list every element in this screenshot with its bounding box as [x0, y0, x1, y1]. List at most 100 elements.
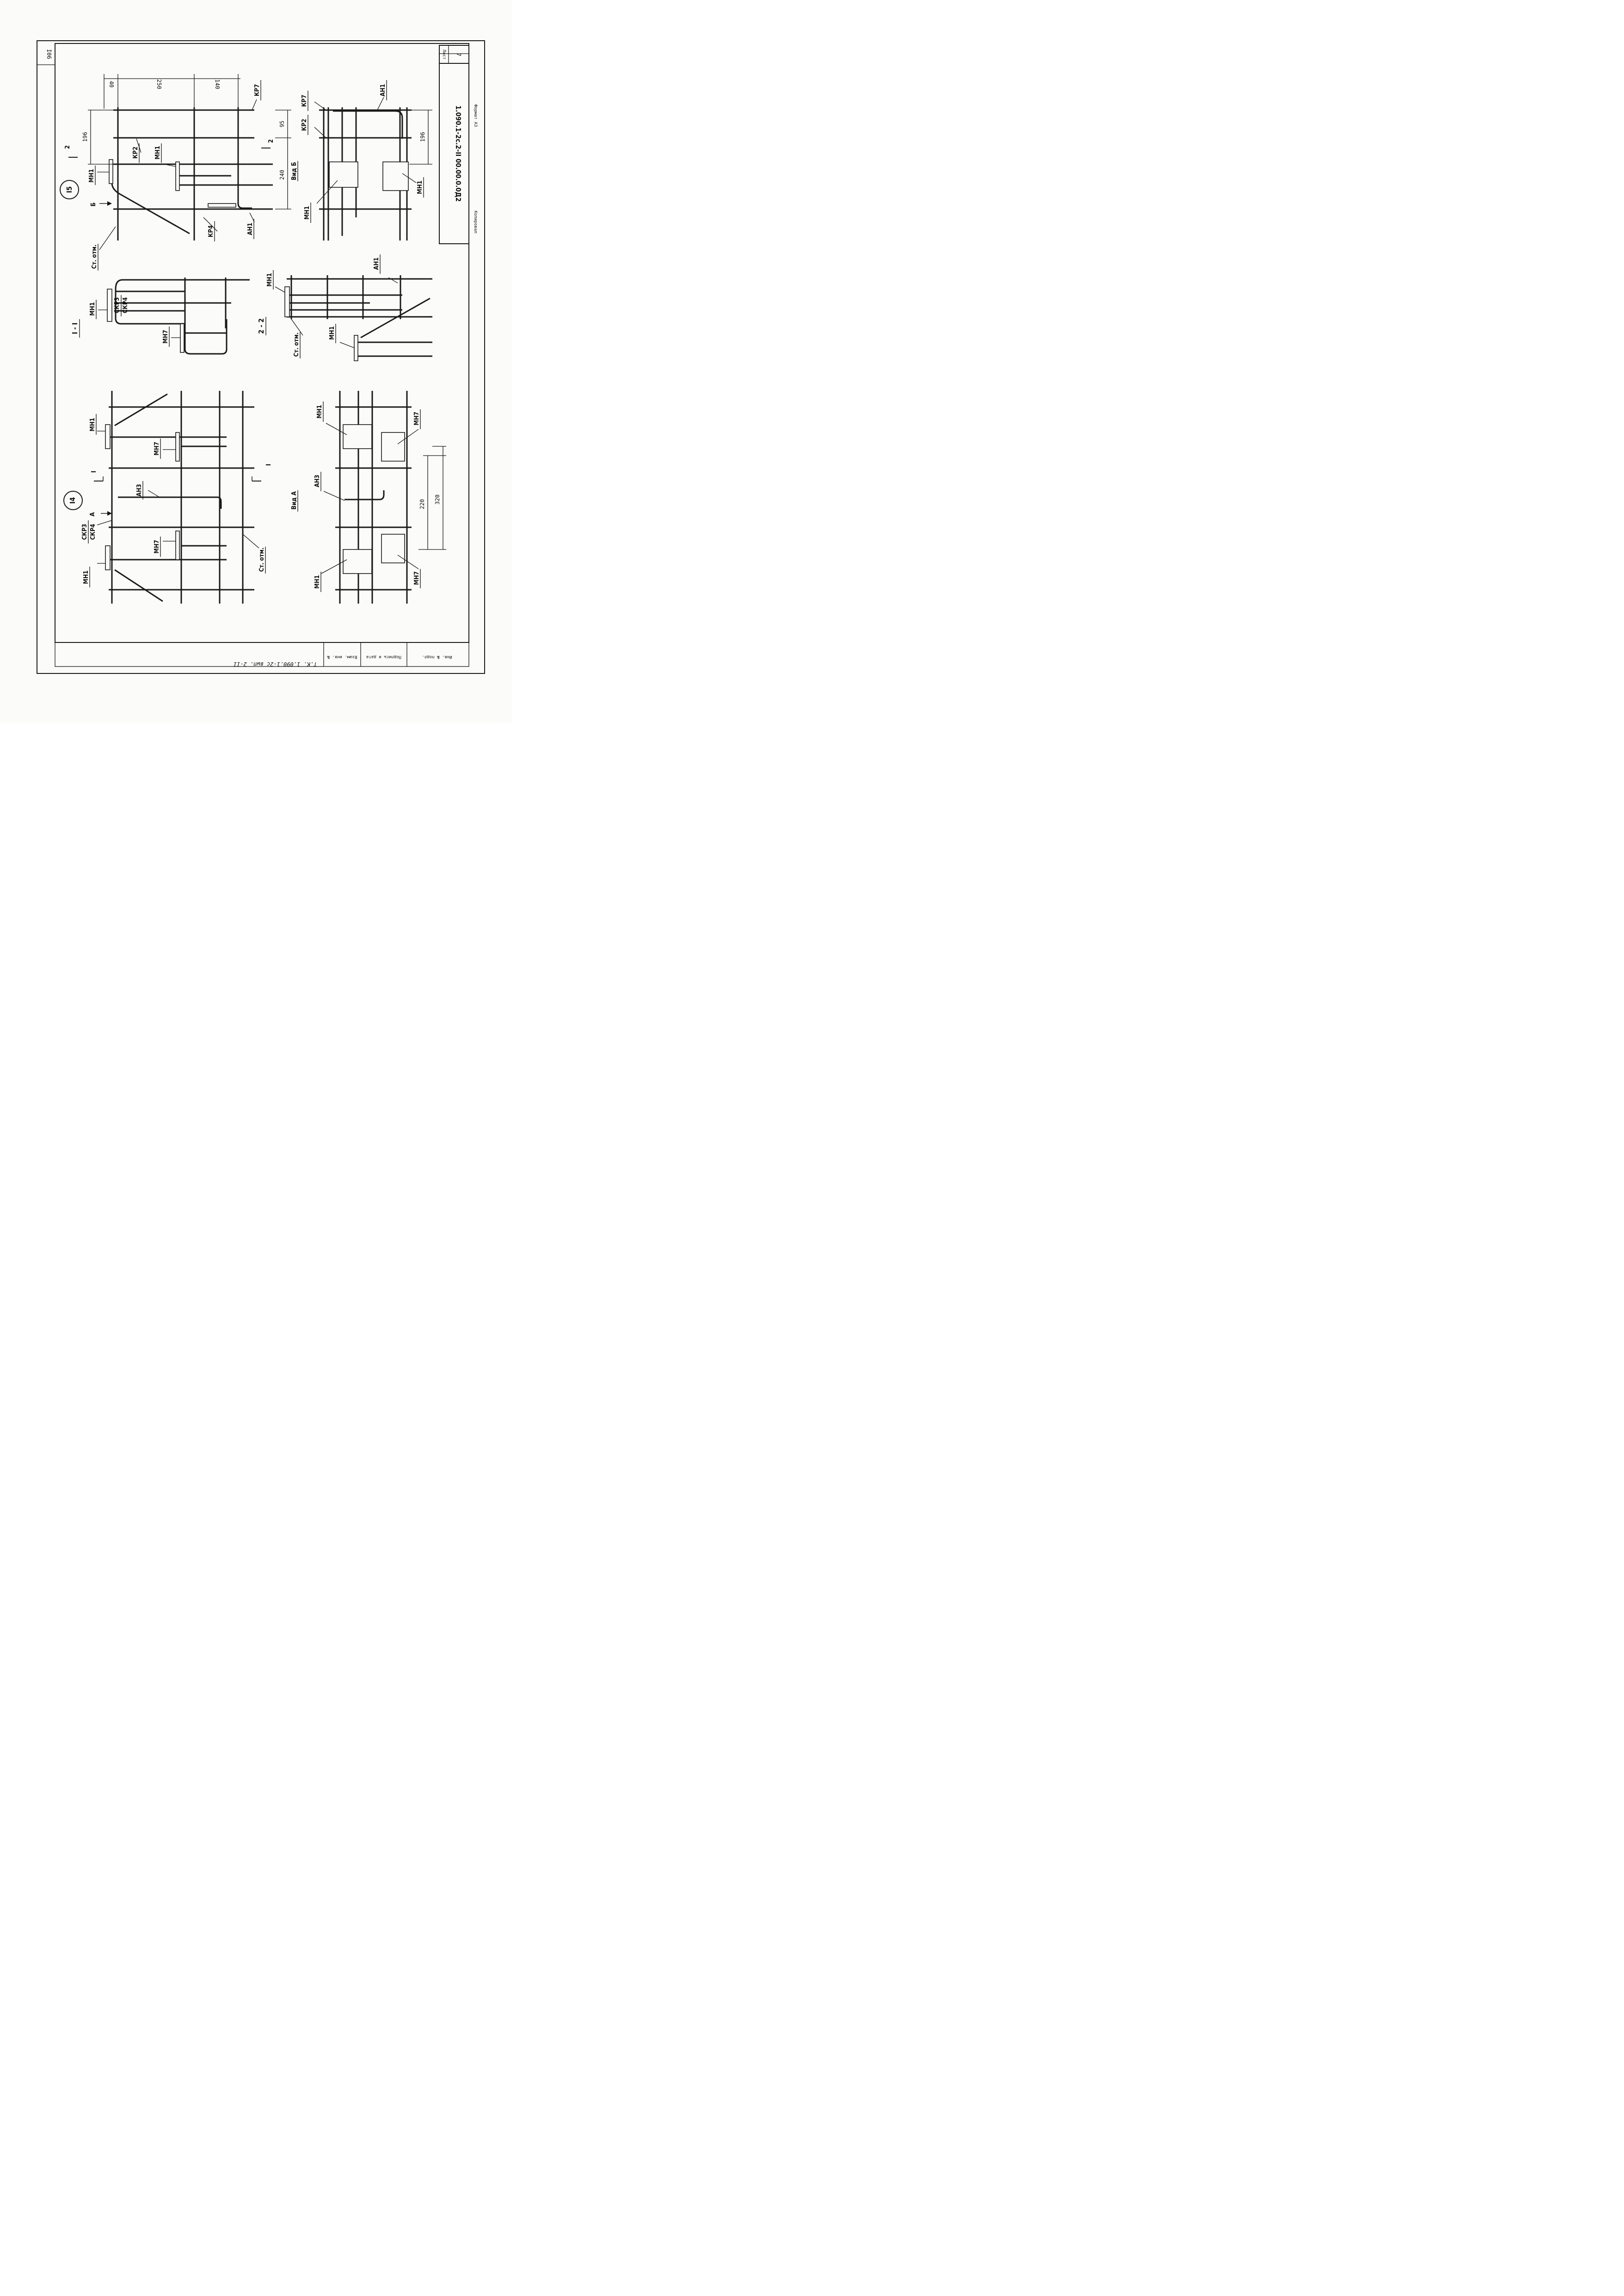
- an1-anchor: [237, 120, 252, 209]
- mn1-plate: [105, 424, 111, 449]
- mn7-plate: [381, 432, 405, 462]
- leader: [397, 429, 419, 444]
- stirrup: [115, 289, 185, 325]
- detail-14: I4 А МН1 МН1 МН7: [63, 391, 272, 604]
- view-b-arrowhead: [107, 201, 112, 206]
- diagonal-rebar: [360, 297, 431, 339]
- leader: [148, 490, 160, 498]
- cut-label-top: I: [91, 471, 98, 473]
- detail-15-an1: АН1: [247, 223, 254, 235]
- leader: [316, 180, 338, 204]
- view-b-an1: АН1: [380, 84, 387, 97]
- view-b-kr7: КР7: [301, 95, 308, 107]
- mn1-plate: [354, 335, 358, 361]
- view-b-title: Вид Б: [291, 162, 298, 180]
- an3-anchor: [118, 496, 222, 509]
- title-block: Лист 7 1.090.1-2с.2-II 00.00.0.0Д2 Копир…: [439, 45, 478, 244]
- mn1-plate: [343, 549, 372, 574]
- detail-15-mn1-b: МН1: [154, 146, 161, 160]
- leader: [376, 97, 384, 111]
- view-a-arrow-label: А: [89, 512, 96, 516]
- mn1-plate: [343, 424, 372, 449]
- leader: [326, 423, 347, 435]
- leader: [314, 101, 326, 111]
- corner-number: I06: [46, 49, 52, 59]
- mn1-plate: [105, 545, 111, 570]
- an3-anchor: [344, 490, 385, 500]
- stirrup: [115, 279, 250, 290]
- view-b-dim-196: 196: [419, 132, 426, 142]
- sign-date-label: Подпись и дата: [366, 654, 401, 659]
- detail-15-kr2: КР2: [132, 147, 139, 159]
- stirrup: [184, 319, 228, 355]
- detail-15-kr4: КР4: [208, 225, 215, 237]
- leader: [397, 555, 419, 569]
- approval-strip: Взам. инв. № Подпись и дата Инв. № подл.…: [55, 642, 469, 667]
- column-label: Ст. отм.: [258, 548, 265, 572]
- view-a-an3: АН3: [314, 475, 321, 488]
- detail-15-kr7: КР7: [254, 84, 261, 96]
- mn7-plate: [180, 323, 185, 353]
- mn1-plate: [382, 161, 409, 191]
- leader: [249, 212, 255, 222]
- section-2-2-an1: АН1: [373, 258, 380, 270]
- mn1-plate: [175, 161, 180, 191]
- detail-15-mark-circle: [60, 180, 79, 199]
- leader: [275, 286, 285, 293]
- detail-15-column: Ст. отм.: [91, 245, 98, 269]
- skr4-label: СКР4: [90, 524, 97, 540]
- section-2-2-mn1-b: МН1: [329, 326, 336, 340]
- view-b-kr2: КР2: [301, 119, 308, 131]
- view-a-dim-220: 220: [419, 499, 425, 509]
- subst-inv-label: Взам. инв. №: [327, 654, 357, 659]
- mn7-plate: [175, 432, 180, 462]
- drawing-sheet: I06 Лист 7 1.090.1-2с.2-II 00.00.0.0Д2 К…: [0, 0, 511, 722]
- mn1-plate: [329, 161, 358, 188]
- technical-drawing: I06 Лист 7 1.090.1-2с.2-II 00.00.0.0Д2 К…: [37, 40, 485, 674]
- cut-2-top: 2: [64, 145, 71, 149]
- section-1-1-mn1: МН1: [89, 302, 96, 316]
- an3-label: АН3: [136, 484, 143, 497]
- view-a-mn7-b: МН7: [413, 571, 420, 585]
- view-a-dim-320: 320: [434, 494, 441, 505]
- view-a-mn1-b: МН1: [314, 575, 321, 589]
- leader: [164, 164, 176, 167]
- an1-anchor: [333, 110, 403, 139]
- section-1-1-mn7: МН7: [162, 330, 169, 344]
- view-b: Вид Б КР7 КР2 АН1 МН1 МН1 196: [291, 80, 432, 241]
- plate-strip: [208, 203, 236, 208]
- dim-196: 196: [82, 132, 88, 142]
- view-b-mn1-a: МН1: [304, 206, 311, 220]
- section-2-2: 2 - 2 МН1 МН1 Ст. отм. АН1: [257, 254, 432, 361]
- leader: [252, 99, 257, 111]
- section-1-1-title: I - I: [71, 322, 79, 334]
- sheet-number: 7: [455, 53, 462, 56]
- detail-14-mark: I4: [68, 497, 77, 504]
- leader: [97, 520, 112, 525]
- section-2-2-title: 2 - 2: [257, 318, 265, 334]
- leader: [402, 173, 417, 183]
- detail-15-mn1-a: МН1: [88, 169, 95, 183]
- view-a-title: Вид А: [291, 491, 298, 510]
- view-b-arrow-label: Б: [90, 202, 97, 206]
- mn1-plate: [284, 286, 290, 317]
- mn7-plate: [381, 534, 405, 563]
- format-label: Формат А3: [473, 105, 478, 127]
- section-1-1: I - I МН1 СКР3 СКР4 МН7: [71, 278, 250, 355]
- dim-240: 240: [279, 170, 285, 180]
- document-designation: 1.090.1-2с.2-II 00.00.0.0Д2: [454, 105, 462, 202]
- mn1-plate: [107, 289, 112, 322]
- detail-15-mark: I5: [65, 186, 74, 193]
- view-a-mn1-a: МН1: [316, 405, 323, 419]
- leader: [339, 342, 355, 348]
- orig-inv-label: Инв. № подл.: [422, 654, 452, 659]
- diagonal-rebar: [114, 393, 168, 426]
- view-a: Вид А МН1 МН1 МН7 МН7 АН3 220 320: [291, 391, 446, 604]
- dim-140: 140: [214, 79, 221, 89]
- outer-frame: [37, 40, 485, 674]
- mn7-top-label: МН7: [154, 442, 160, 456]
- mn7-plate: [175, 531, 180, 560]
- leader: [314, 127, 326, 138]
- dim-95: 95: [279, 121, 285, 127]
- cut-label-bottom: I: [265, 464, 272, 466]
